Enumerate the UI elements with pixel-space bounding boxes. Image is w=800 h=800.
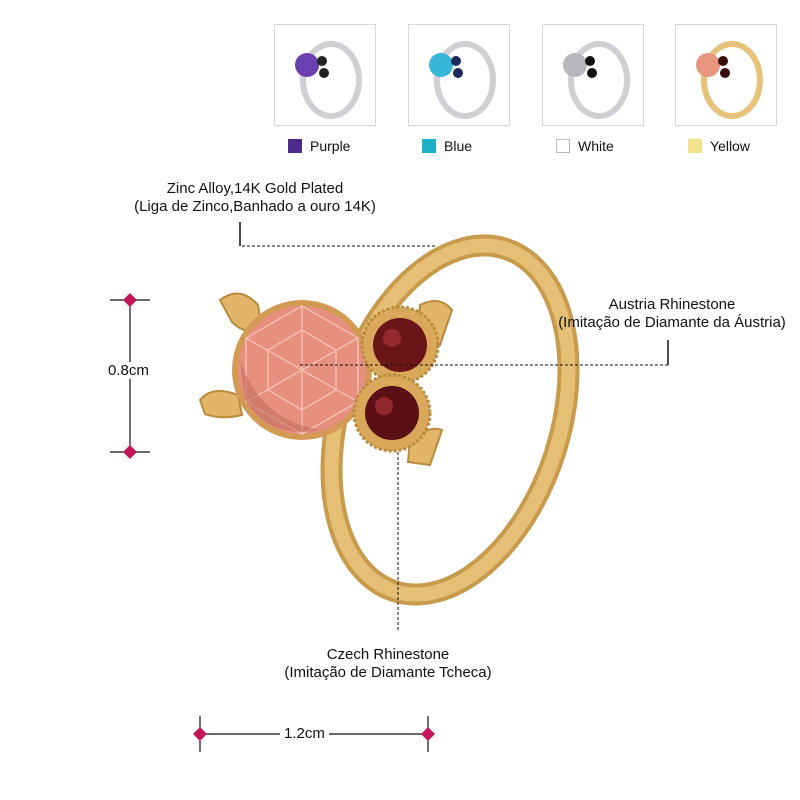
main-stone-shadow — [240, 360, 320, 432]
ring-thumbnail-yellow — [696, 41, 763, 119]
variant-label-white[interactable]: White — [556, 138, 614, 154]
ring-thumbnail-white — [563, 41, 630, 119]
owl-foot-left — [198, 390, 244, 419]
variant-label-blue[interactable]: Blue — [422, 138, 472, 154]
variant-label-purple[interactable]: Purple — [288, 138, 350, 154]
variant-thumb-yellow[interactable] — [675, 24, 777, 126]
eye-stone-bottom-shine — [375, 397, 393, 415]
variant-name: White — [578, 138, 614, 154]
eye-stone-top-shine — [383, 329, 401, 347]
height-marker-bottom — [123, 445, 137, 459]
austria-label-pt: (Imitação de Diamante da Áustria) — [558, 314, 786, 331]
material-annotation: Zinc Alloy,14K Gold Plated (Liga de Zinc… — [130, 180, 380, 216]
austria-annotation: Austria Rhinestone (Imitação de Diamante… — [548, 296, 796, 332]
height-dimension-label: 0.8cm — [104, 362, 153, 379]
czech-label-pt: (Imitação de Diamante Tcheca) — [284, 664, 492, 681]
material-label-en: Zinc Alloy,14K Gold Plated — [166, 180, 344, 197]
eye-stone-top — [373, 318, 427, 372]
height-marker-top — [123, 293, 137, 307]
leader-lines — [239, 222, 669, 630]
ring-thumbnail-blue — [429, 41, 496, 119]
white-swatch — [556, 139, 570, 153]
blue-swatch — [422, 139, 436, 153]
material-label-pt: (Liga de Zinco,Banhado a ouro 14K) — [134, 198, 376, 215]
main-stone-facets — [245, 305, 359, 435]
variant-name: Blue — [444, 138, 473, 154]
variant-thumb-white[interactable] — [542, 24, 644, 126]
variant-thumb-blue[interactable] — [408, 24, 510, 126]
width-marker-right — [421, 727, 435, 741]
eye-stone-bottom — [365, 386, 419, 440]
variant-thumb-purple[interactable] — [274, 24, 376, 126]
austria-label-en: Austria Rhinestone — [608, 296, 736, 313]
variant-name: Yellow — [710, 138, 750, 154]
width-marker-left — [193, 727, 207, 741]
czech-label-en: Czech Rhinestone — [326, 646, 450, 663]
variant-name: Purple — [310, 138, 351, 154]
ring-thumbnail-purple — [295, 41, 362, 119]
purple-swatch — [288, 139, 302, 153]
czech-annotation: Czech Rhinestone (Imitação de Diamante T… — [258, 646, 518, 682]
width-dimension-label: 1.2cm — [280, 725, 329, 742]
yellow-swatch — [688, 139, 702, 153]
variant-label-yellow[interactable]: Yellow — [688, 138, 750, 154]
